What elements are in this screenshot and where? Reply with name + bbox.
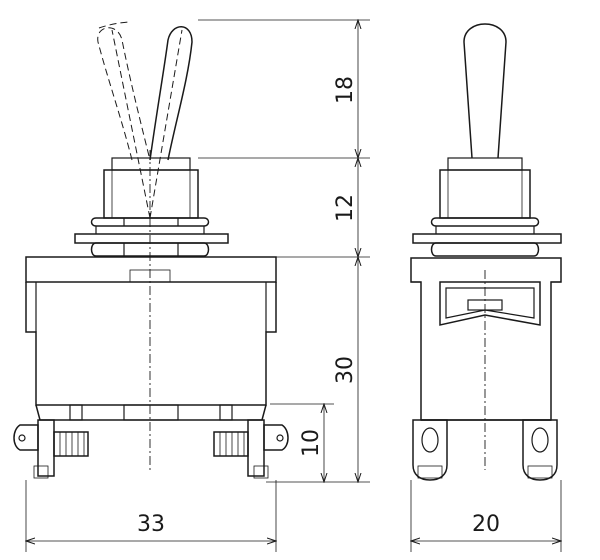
threaded-bushing xyxy=(103,169,199,219)
side-terminal-right xyxy=(522,419,558,481)
dim-label-body-width: 33 xyxy=(137,512,165,537)
housing-top xyxy=(25,256,277,283)
lever-axis-right xyxy=(149,29,183,219)
dimension-lines: 18 12 30 10 33 20 xyxy=(26,20,561,552)
toggle-lever xyxy=(149,26,193,161)
housing-body xyxy=(25,282,277,406)
side-view xyxy=(410,23,562,481)
side-mounting-plate xyxy=(412,233,562,244)
housing-notch xyxy=(129,269,171,283)
side-nut xyxy=(430,217,540,227)
terminal-left xyxy=(13,419,89,479)
front-view xyxy=(13,21,289,479)
side-lever xyxy=(463,23,507,159)
side-terminal-left xyxy=(412,419,448,481)
dim-label-body-height: 30 xyxy=(333,356,358,384)
side-collar xyxy=(447,157,523,171)
side-window xyxy=(439,281,541,326)
base-center-block xyxy=(123,404,179,421)
dim-label-lever-height: 18 xyxy=(333,76,358,104)
side-nut-lower xyxy=(430,242,540,257)
lever-axis-left xyxy=(111,29,151,219)
terminal-right xyxy=(213,419,289,479)
side-bushing xyxy=(439,169,531,219)
dim-label-bushing-height: 12 xyxy=(333,194,358,222)
lever-collar xyxy=(111,157,191,171)
dim-label-side-width: 20 xyxy=(472,512,500,537)
hex-nut-lower xyxy=(90,242,210,257)
mounting-plate xyxy=(74,233,229,244)
toggle-lever-alt-position xyxy=(97,27,151,161)
dim-label-terminal-height: 10 xyxy=(299,429,324,457)
lever-tip-ghost xyxy=(98,21,131,29)
side-window-slider xyxy=(467,299,503,311)
